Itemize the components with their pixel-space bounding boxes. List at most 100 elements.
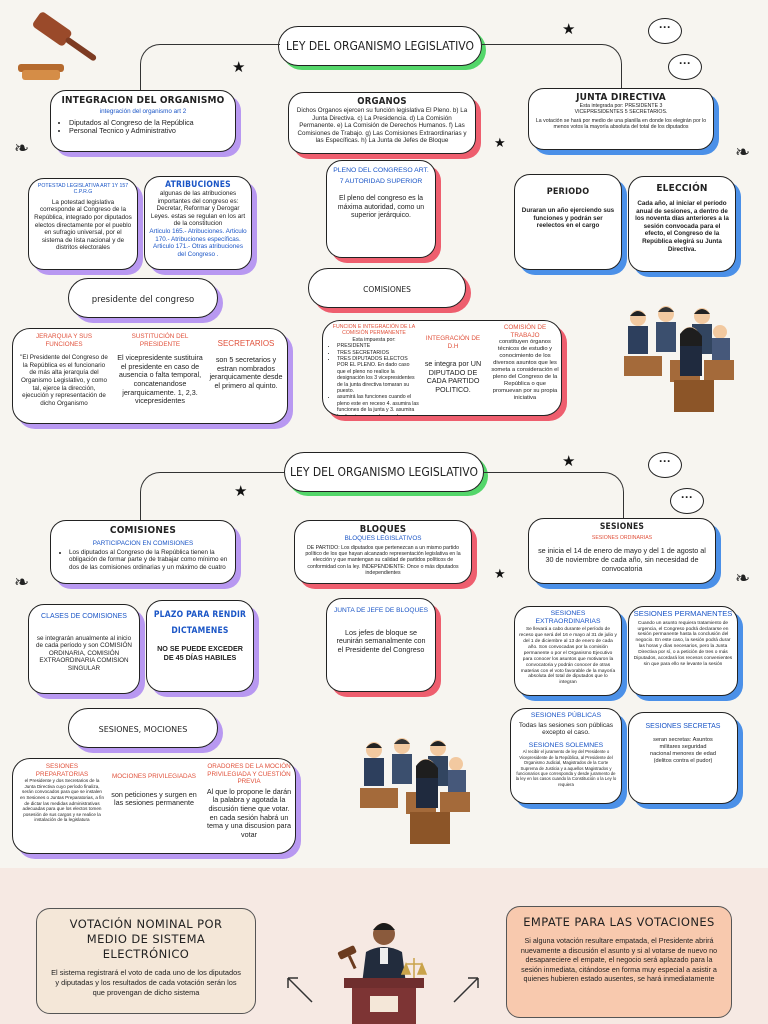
congress-people-illustration bbox=[360, 738, 470, 844]
periodo-title: PERIODO bbox=[546, 187, 590, 197]
secretas-card: SESIONES SECRETAS seran secretas: Asunto… bbox=[628, 712, 738, 804]
list-item: Diputados al Congreso de la República bbox=[69, 118, 229, 128]
arrow-icon bbox=[453, 977, 479, 1003]
speech-bubble-icon: ··· bbox=[648, 18, 682, 44]
permanentes-title: SESIONES PERMANENTES bbox=[633, 609, 733, 618]
junta-jefes-card: JUNTA DE JEFE DE BLOQUES Los jefes de bl… bbox=[326, 598, 436, 692]
sesiones-title: SESIONES bbox=[599, 522, 645, 532]
votes-section: VOTACIÓN NOMINAL POR MEDIO DE SISTEMA EL… bbox=[0, 868, 768, 1024]
oradores-title: ORADORES DE LA MOCIÓN PRIVILEGIADA Y CUE… bbox=[207, 763, 291, 786]
empate-box: EMPATE PARA LAS VOTACIONES Si alguna vot… bbox=[506, 906, 732, 1018]
comisiones-pill: COMISIONES bbox=[308, 268, 466, 308]
arrow-icon bbox=[287, 977, 313, 1003]
atribuciones-links: Articulo 165.- Atribuciones. Articulo 17… bbox=[149, 227, 247, 258]
main-title: LEY DEL ORGANISMO LEGISLATIVO bbox=[278, 26, 482, 66]
permanentes-card: SESIONES PERMANENTES Cuando un asunto re… bbox=[628, 606, 738, 696]
list-item: PRESIDENTE bbox=[337, 343, 419, 349]
privilegiadas-body: son peticiones y surgen en las sesiones … bbox=[111, 789, 197, 808]
bloques-title: BLOQUES bbox=[359, 524, 407, 535]
preparatorias-body: el Presidente y dos Secretarios de la Ju… bbox=[19, 778, 104, 823]
integracion-dh-title: INTEGRACIÓN DE D.H bbox=[425, 335, 481, 350]
squiggle-icon: ❧ bbox=[14, 572, 30, 592]
bloques-card: BLOQUES BLOQUES LEGISLATIVOS DE PARTIDO:… bbox=[294, 520, 472, 584]
mociones-detail-card: SESIONES PREPARATORIAS el Presidente y d… bbox=[12, 758, 296, 854]
atribuciones-card: ATRIBUCIONES algunas de las atribuciones… bbox=[144, 176, 252, 270]
main-title: LEY DEL ORGANISMO LEGISLATIVO bbox=[284, 452, 484, 492]
bottom-section: LEY DEL ORGANISMO LEGISLATIVO ★ ★ ★ ··· … bbox=[0, 432, 768, 868]
sustitucion-title: SUSTITUCIÓN DEL PRESIDENTE bbox=[131, 333, 189, 348]
organos-title: ORGANOS bbox=[357, 96, 407, 107]
plazo-title: PLAZO PARA RENDIR DICTAMENES bbox=[153, 610, 247, 636]
integracion-card: INTEGRACION DEL ORGANISMO integración de… bbox=[50, 90, 236, 152]
secretarios-block: SECRETARIOS son 5 secretarios y estran n… bbox=[207, 339, 285, 390]
votacion-nominal-box: VOTACIÓN NOMINAL POR MEDIO DE SISTEMA EL… bbox=[36, 908, 256, 1014]
comision-trabajo-body: constituyen órganos técnicos de estudio … bbox=[491, 339, 559, 402]
integracion-list: Diputados al Congreso de la República Pe… bbox=[57, 118, 229, 136]
sesiones-mociones-pill: SESIONES, MOCIONES bbox=[68, 708, 218, 748]
bloques-body: DE PARTIDO: Los diputados que pertenezca… bbox=[305, 544, 461, 577]
secretarios-body: son 5 secretarios y estran nombrados jer… bbox=[209, 355, 283, 390]
comisiones-title: COMISIONES bbox=[363, 285, 411, 294]
junta-jefes-body: Los jefes de bloque se reunirán semanalm… bbox=[336, 627, 426, 654]
comision-trabajo-title: COMISIÓN DE TRABAJO bbox=[503, 324, 547, 339]
sustitucion-body: El vicepresidente sustituira el presiden… bbox=[117, 353, 203, 406]
sesiones-subtitle: SESIONES ORDINARIAS bbox=[591, 535, 653, 541]
speech-bubble-icon: ··· bbox=[668, 54, 702, 80]
squiggle-icon: ❧ bbox=[735, 568, 751, 588]
sustitucion-block: SUSTITUCIÓN DEL PRESIDENTE El vicepresid… bbox=[117, 333, 203, 406]
secretas-body: seran secretas: Asuntos militares seguri… bbox=[650, 736, 716, 764]
votacion-nominal-body: El sistema registrará el voto de cada un… bbox=[51, 968, 241, 997]
bloques-subtitle: BLOQUES LEGISLATIVOS bbox=[344, 535, 422, 542]
junta-body: Esta integrada por: PRESIDENTE 3 VICEPRE… bbox=[574, 103, 668, 116]
sesiones-mociones-title: SESIONES, MOCIONES bbox=[98, 725, 188, 734]
list-item: TRES SECRETARIOS bbox=[337, 350, 419, 356]
clases-body: se integrarán anualmente al inicio de ca… bbox=[36, 634, 132, 672]
integracion-title: INTEGRACION DEL ORGANISMO bbox=[61, 95, 225, 106]
junta-note: La votación se hará por medio de una pla… bbox=[535, 117, 707, 131]
judge-illustration bbox=[337, 923, 428, 1024]
sesiones-body: se inicia el 14 de enero de mayo y del 1… bbox=[538, 546, 706, 573]
speech-bubble-icon: ··· bbox=[670, 488, 704, 514]
pleno-body: El pleno del congreso es la máxima autor… bbox=[337, 195, 425, 219]
publicas-title: SESIONES PÚBLICAS bbox=[530, 712, 602, 719]
congress-people-illustration bbox=[624, 306, 734, 412]
votacion-nominal-title: VOTACIÓN NOMINAL POR MEDIO DE SISTEMA EL… bbox=[69, 917, 223, 961]
plazo-body: NO SE PUEDE EXCEDER DE 45 DÍAS HABILES bbox=[157, 644, 243, 662]
eleccion-body: Cada año, al iniciar el período anual de… bbox=[635, 200, 729, 253]
star-icon: ★ bbox=[494, 566, 506, 581]
preparatorias-title: SESIONES PREPARATORIAS bbox=[35, 763, 89, 778]
extraordinarias-card: SESIONES EXTRAORDINARIAS Se llevará a ca… bbox=[514, 606, 622, 696]
star-icon: ★ bbox=[232, 59, 246, 76]
list-item: Personal Tecnico y Administrativo bbox=[69, 127, 229, 136]
secretarios-title: SECRETARIOS bbox=[217, 339, 275, 348]
junta-jefes-title: JUNTA DE JEFE DE BLOQUES bbox=[333, 607, 429, 614]
presidente-title: presidente del congreso bbox=[91, 295, 195, 305]
privilegiadas-block: MOCIONES PRIVILEGIADAS son peticiones y … bbox=[109, 773, 199, 808]
pleno-title: PLENO DEL CONGRESO ART. 7 AUTORIDAD SUPE… bbox=[333, 167, 429, 185]
clases-title: CLASES DE COMISIONES bbox=[41, 613, 127, 620]
organos-body: Dichos Organos ejercen su función legisl… bbox=[296, 107, 468, 145]
secretas-title: SESIONES SECRETAS bbox=[645, 723, 721, 730]
empate-body: Si alguna votación resultare empatada, e… bbox=[520, 936, 718, 984]
connector bbox=[140, 472, 284, 522]
presidente-detail-card: JERARQUIA Y SUS FUNCIONES "El Presidente… bbox=[12, 328, 288, 424]
gavel-icon bbox=[18, 12, 97, 80]
list-item: Los diputados al Congreso de la Repúblic… bbox=[69, 549, 229, 572]
comisiones-subtitle: PARTICIPACION EN COMISIONES bbox=[92, 540, 194, 547]
star-icon: ★ bbox=[494, 135, 506, 150]
oradores-block: ORADORES DE LA MOCIÓN PRIVILEGIADA Y CUE… bbox=[205, 763, 293, 839]
clases-card: CLASES DE COMISIONES se integrarán anual… bbox=[28, 604, 140, 694]
atribuciones-body: algunas de las atribuciones importantes … bbox=[150, 190, 246, 228]
comisiones-detail-card: FUNCION E INTEGRACIÓN DE LA COMISIÓN PER… bbox=[322, 320, 562, 416]
star-icon: ★ bbox=[562, 453, 576, 470]
squiggle-icon: ❧ bbox=[735, 142, 751, 162]
oradores-body: Al que lo propone le darán la palabra y … bbox=[206, 786, 292, 839]
connector bbox=[140, 44, 280, 94]
organos-card: ORGANOS Dichos Organos ejercen su funció… bbox=[288, 92, 476, 154]
potestad-body: La potestad legislativa corresponde al C… bbox=[34, 198, 132, 252]
eleccion-card: ELECCIÓN Cada año, al iniciar el período… bbox=[628, 176, 736, 272]
preparatorias-block: SESIONES PREPARATORIAS el Presidente y d… bbox=[19, 763, 105, 823]
sesiones-card: SESIONES SESIONES ORDINARIAS se inicia e… bbox=[528, 518, 716, 584]
top-section: LEY DEL ORGANISMO LEGISLATIVO ★ ★ ★ ··· … bbox=[0, 0, 768, 432]
potestad-title: POTESTAD LEGISLATIVA ART 1Y 157 C.P.R.G bbox=[37, 183, 129, 196]
